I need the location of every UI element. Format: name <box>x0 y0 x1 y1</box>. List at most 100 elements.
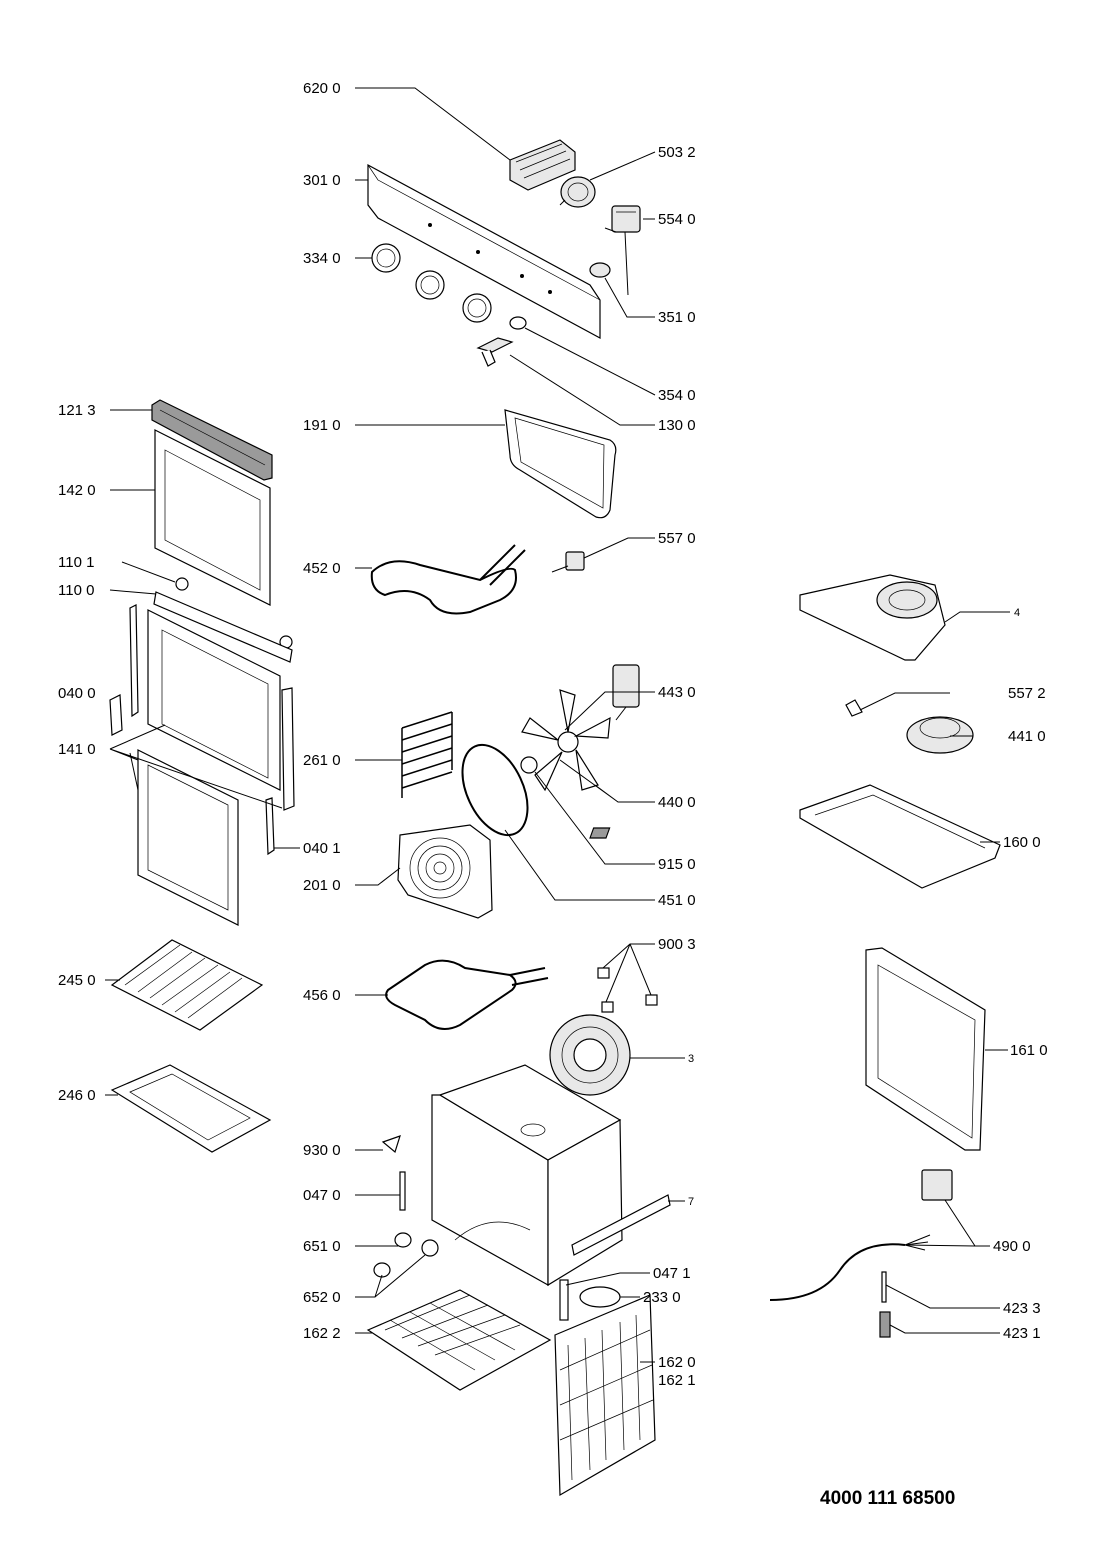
sensor-holder-part <box>879 1311 891 1338</box>
label-7: 7 <box>688 1196 694 1208</box>
lamp-047-1-part <box>559 1279 569 1321</box>
label-233-0: 233 0 <box>643 1289 681 1306</box>
cavity-rail-part <box>571 1194 671 1256</box>
label-557-0: 557 0 <box>658 530 696 547</box>
lamp-holder-233-part <box>579 1286 621 1308</box>
label-4: 4 <box>1014 607 1020 619</box>
label-915-0: 915 0 <box>658 856 696 873</box>
lamp-cover-part <box>373 1232 439 1278</box>
label-441-0: 441 0 <box>1008 728 1046 745</box>
label-423-1: 423 1 <box>1003 1325 1041 1342</box>
fan-plate-part <box>549 1014 631 1096</box>
oven-cavity-part <box>431 1064 623 1287</box>
label-160-0: 160 0 <box>1003 834 1041 851</box>
top-cover-part <box>799 574 946 661</box>
door-inner-glass-part <box>147 609 281 791</box>
label-452-0: 452 0 <box>303 560 341 577</box>
fan-cover-part <box>397 824 493 919</box>
label-040-0: 040 0 <box>58 685 96 702</box>
label-301-0: 301 0 <box>303 172 341 189</box>
door-side-frame-right-part <box>281 687 295 811</box>
fan-blade-part <box>521 689 611 792</box>
bottom-rack-part <box>366 1289 552 1391</box>
control-knob-1 <box>371 243 401 273</box>
label-047-0: 047 0 <box>303 1187 341 1204</box>
fan-motor-part <box>612 664 640 721</box>
top-panel-part <box>589 784 1001 889</box>
label-040-1: 040 1 <box>303 840 341 857</box>
label-651-0: 651 0 <box>303 1238 341 1255</box>
label-354-0: 354 0 <box>658 387 696 404</box>
label-351-0: 351 0 <box>658 309 696 326</box>
label-161-0: 161 0 <box>1010 1042 1048 1059</box>
label-557-2: 557 2 <box>1008 685 1046 702</box>
label-334-0: 334 0 <box>303 250 341 267</box>
label-3: 3 <box>688 1053 694 1065</box>
control-knob-2 <box>415 270 445 300</box>
label-652-0: 652 0 <box>303 1289 341 1306</box>
label-245-0: 245 0 <box>58 972 96 989</box>
cooling-fan-part <box>906 716 974 754</box>
label-503-2: 503 2 <box>658 144 696 161</box>
hinge-lower-part <box>265 797 275 856</box>
label-490-0: 490 0 <box>993 1238 1031 1255</box>
clips-part <box>597 967 658 1013</box>
door-handle-part <box>153 591 293 663</box>
label-261-0: 261 0 <box>303 752 341 769</box>
door-gasket-part <box>504 409 617 519</box>
label-440-0: 440 0 <box>658 794 696 811</box>
lower-heating-element-part <box>385 959 549 1030</box>
wire-rack-part <box>110 939 264 1031</box>
door-side-frame-left-part <box>109 604 139 736</box>
label-930-0: 930 0 <box>303 1142 341 1159</box>
document-number: 4000 111 68500 <box>820 1488 956 1509</box>
knob-small-part <box>509 316 527 330</box>
label-456-0: 456 0 <box>303 987 341 1004</box>
selector-switch-part <box>604 205 641 296</box>
label-141-0: 141 0 <box>58 741 96 758</box>
label-451-0: 451 0 <box>658 892 696 909</box>
label-620-0: 620 0 <box>303 80 341 97</box>
upper-heating-element-part <box>370 544 526 615</box>
label-162-2: 162 2 <box>303 1325 341 1342</box>
shelf-runners-part <box>401 711 453 798</box>
fan-spacer-part <box>520 756 538 774</box>
label-121-3: 121 3 <box>58 402 96 419</box>
label-130-0: 130 0 <box>658 417 696 434</box>
back-panel-part <box>865 947 986 1151</box>
door-insulation-frame-part <box>137 749 239 926</box>
power-cable-part <box>769 1169 953 1301</box>
sensor-part <box>881 1271 887 1303</box>
door-top-trim-part <box>151 399 273 481</box>
clip-930-part <box>381 1135 401 1154</box>
label-201-0: 201 0 <box>303 877 341 894</box>
door-outer-glass-part <box>154 429 271 606</box>
baking-tray-part <box>110 1064 272 1153</box>
label-900-3: 900 3 <box>658 936 696 953</box>
label-047-1: 047 1 <box>653 1265 691 1282</box>
lamp-holder-small-part <box>845 699 863 717</box>
side-grid-part <box>554 1294 656 1497</box>
label-191-0: 191 0 <box>303 417 341 434</box>
label-110-0: 110 0 <box>58 582 94 599</box>
heating-terminal-part <box>551 551 585 573</box>
label-142-0: 142 0 <box>58 482 96 499</box>
leader-lines <box>105 87 1010 1363</box>
part-labels: 620 0 503 2 301 0 554 0 334 0 351 0 354 … <box>58 80 1048 1389</box>
label-443-0: 443 0 <box>658 684 696 701</box>
label-554-0: 554 0 <box>658 211 696 228</box>
label-246-0: 246 0 <box>58 1087 96 1104</box>
lamp-047-0-part <box>399 1171 406 1211</box>
thermostat-dial-part <box>559 176 596 208</box>
bracket-part <box>476 337 514 367</box>
control-knob-3 <box>462 293 492 323</box>
label-110-1: 110 1 <box>58 554 94 571</box>
label-423-3: 423 3 <box>1003 1300 1041 1317</box>
control-panel-fascia-part <box>367 163 601 340</box>
label-162-1: 162 1 <box>658 1372 696 1389</box>
terminal-block-part <box>509 139 576 191</box>
label-162-0: 162 0 <box>658 1354 696 1371</box>
door-hinge-cap-part <box>175 577 293 649</box>
fan-heating-ring-part <box>461 743 529 837</box>
